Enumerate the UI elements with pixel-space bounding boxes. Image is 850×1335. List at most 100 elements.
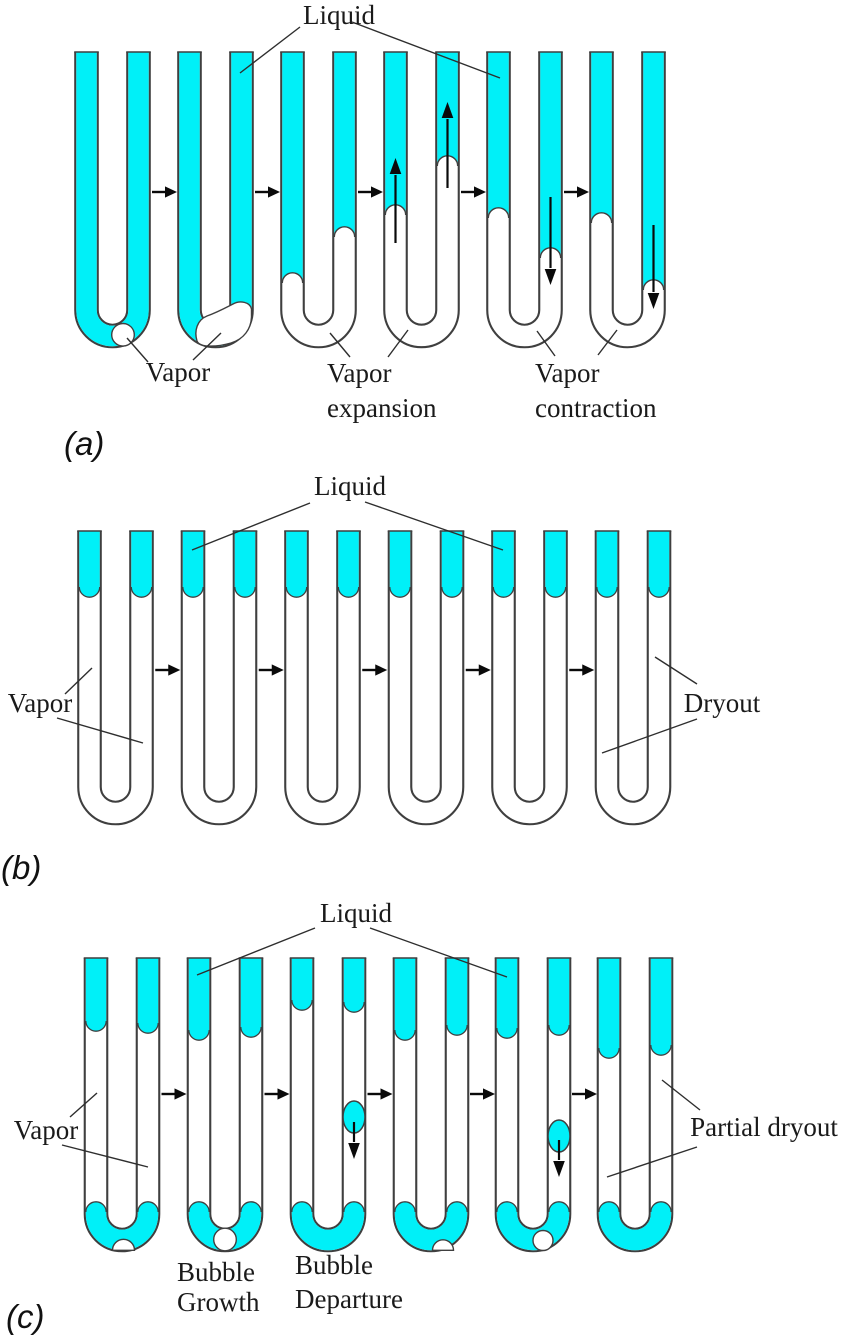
liquid-meniscus	[291, 1201, 313, 1213]
flow-arrow-icon	[258, 664, 284, 676]
vapor-expansion-label-line1: Vapor	[327, 358, 391, 388]
liquid-meniscus	[130, 586, 153, 598]
flow-arrow-icon	[470, 1088, 495, 1100]
liquid-meniscus	[137, 1201, 159, 1213]
u-tube	[177, 51, 254, 349]
tube-bore	[389, 531, 463, 824]
arrow-head	[380, 1088, 393, 1100]
dryout-label: Dryout	[684, 688, 761, 718]
liquid-meniscus	[234, 586, 256, 598]
vapor-label: Vapor	[8, 688, 72, 718]
liquid-meniscus	[544, 586, 567, 598]
liquid-meniscus	[240, 1026, 262, 1038]
liquid-meniscus	[446, 1201, 468, 1213]
liquid-meniscus	[343, 1201, 365, 1213]
bubble-departure-label-line1: Bubble	[295, 1250, 373, 1280]
u-tube	[77, 530, 154, 826]
liquid-label: Liquid	[303, 0, 375, 30]
liquid-meniscus	[598, 1201, 620, 1213]
arrow-head	[474, 186, 486, 198]
liquid-meniscus	[650, 1044, 672, 1056]
arrow-head	[168, 664, 181, 676]
u-tube	[180, 530, 258, 826]
flow-arrow-icon	[367, 1088, 393, 1100]
vapor-contraction-label-line2: contraction	[535, 393, 657, 423]
leader-line	[56, 717, 144, 744]
arrow-head	[165, 186, 177, 198]
vapor-dome	[487, 207, 510, 219]
arrow-head	[582, 664, 595, 676]
liquid-meniscus	[78, 586, 101, 598]
u-tube	[494, 957, 572, 1253]
liquid-meniscus	[548, 1024, 570, 1036]
leader-line	[364, 501, 504, 551]
u-tube	[596, 957, 674, 1253]
vapor-dome	[333, 226, 356, 238]
liquid-meniscus	[394, 1029, 416, 1041]
bend-liquid	[598, 1212, 672, 1251]
u-tube	[491, 530, 568, 826]
tube-bore	[591, 52, 664, 347]
liquid-meniscus	[337, 586, 360, 598]
u-tube	[589, 51, 666, 349]
u-tube	[186, 957, 264, 1253]
u-tube	[83, 957, 161, 1253]
tube-bore	[596, 531, 670, 824]
vapor-contraction-label-line1: Vapor	[535, 358, 599, 388]
arrow-head	[277, 1088, 290, 1100]
leader-line	[601, 718, 698, 754]
leader-line	[351, 21, 501, 79]
flow-arrow-icon	[461, 186, 486, 198]
flow-arrow-icon	[564, 186, 589, 198]
arrow-head	[389, 158, 402, 174]
leader-line	[191, 502, 311, 551]
liquid-meniscus	[85, 1020, 107, 1032]
panel-b-tubes	[77, 530, 672, 826]
u-tube	[486, 51, 563, 349]
leader-lines-layer	[56, 21, 701, 1178]
liquid-label: Liquid	[320, 898, 392, 928]
tubes-layer	[74, 51, 674, 1253]
flow-arrow-icon	[569, 664, 595, 676]
vapor-bubble	[111, 1238, 136, 1251]
up-arrow-icon	[389, 158, 402, 243]
flow-arrow-icon	[264, 1088, 290, 1100]
liquid-meniscus	[548, 1201, 570, 1213]
panel-a-tubes	[74, 51, 666, 349]
vapor-pocket	[195, 301, 253, 347]
liquid-meniscus	[496, 1027, 518, 1039]
leader-line	[661, 1079, 701, 1111]
tube-bore	[182, 531, 256, 824]
leader-line	[64, 667, 93, 695]
leader-line	[597, 329, 618, 356]
flow-arrow-icon	[465, 664, 491, 676]
down-arrow-icon	[544, 197, 557, 285]
liquid-meniscus	[394, 1201, 416, 1213]
u-tube	[387, 530, 465, 826]
leader-line	[606, 1146, 698, 1178]
panel-b-letter: (b)	[1, 849, 41, 886]
liquid-meniscus	[188, 1029, 210, 1041]
leader-line	[126, 337, 149, 363]
flow-arrow-icon	[572, 1088, 597, 1100]
liquid-meniscus	[343, 1001, 365, 1013]
liquid-fill	[179, 52, 252, 347]
u-tube	[284, 530, 361, 826]
u-tube	[74, 51, 151, 349]
flow-arrow-icon	[152, 186, 177, 198]
leader-line	[192, 332, 222, 361]
liquid-meniscus	[188, 1201, 210, 1213]
u-tube	[280, 51, 357, 349]
vapor-dome	[281, 272, 304, 284]
arrow-head	[348, 1143, 360, 1159]
liquid-meniscus	[446, 1024, 468, 1036]
leader-line	[329, 332, 351, 358]
vapor-bubble	[212, 1227, 237, 1252]
flow-arrow-icon	[362, 664, 388, 676]
arrow-head	[268, 186, 280, 198]
tube-bore	[282, 52, 355, 347]
vapor-label: Vapor	[14, 1115, 78, 1145]
